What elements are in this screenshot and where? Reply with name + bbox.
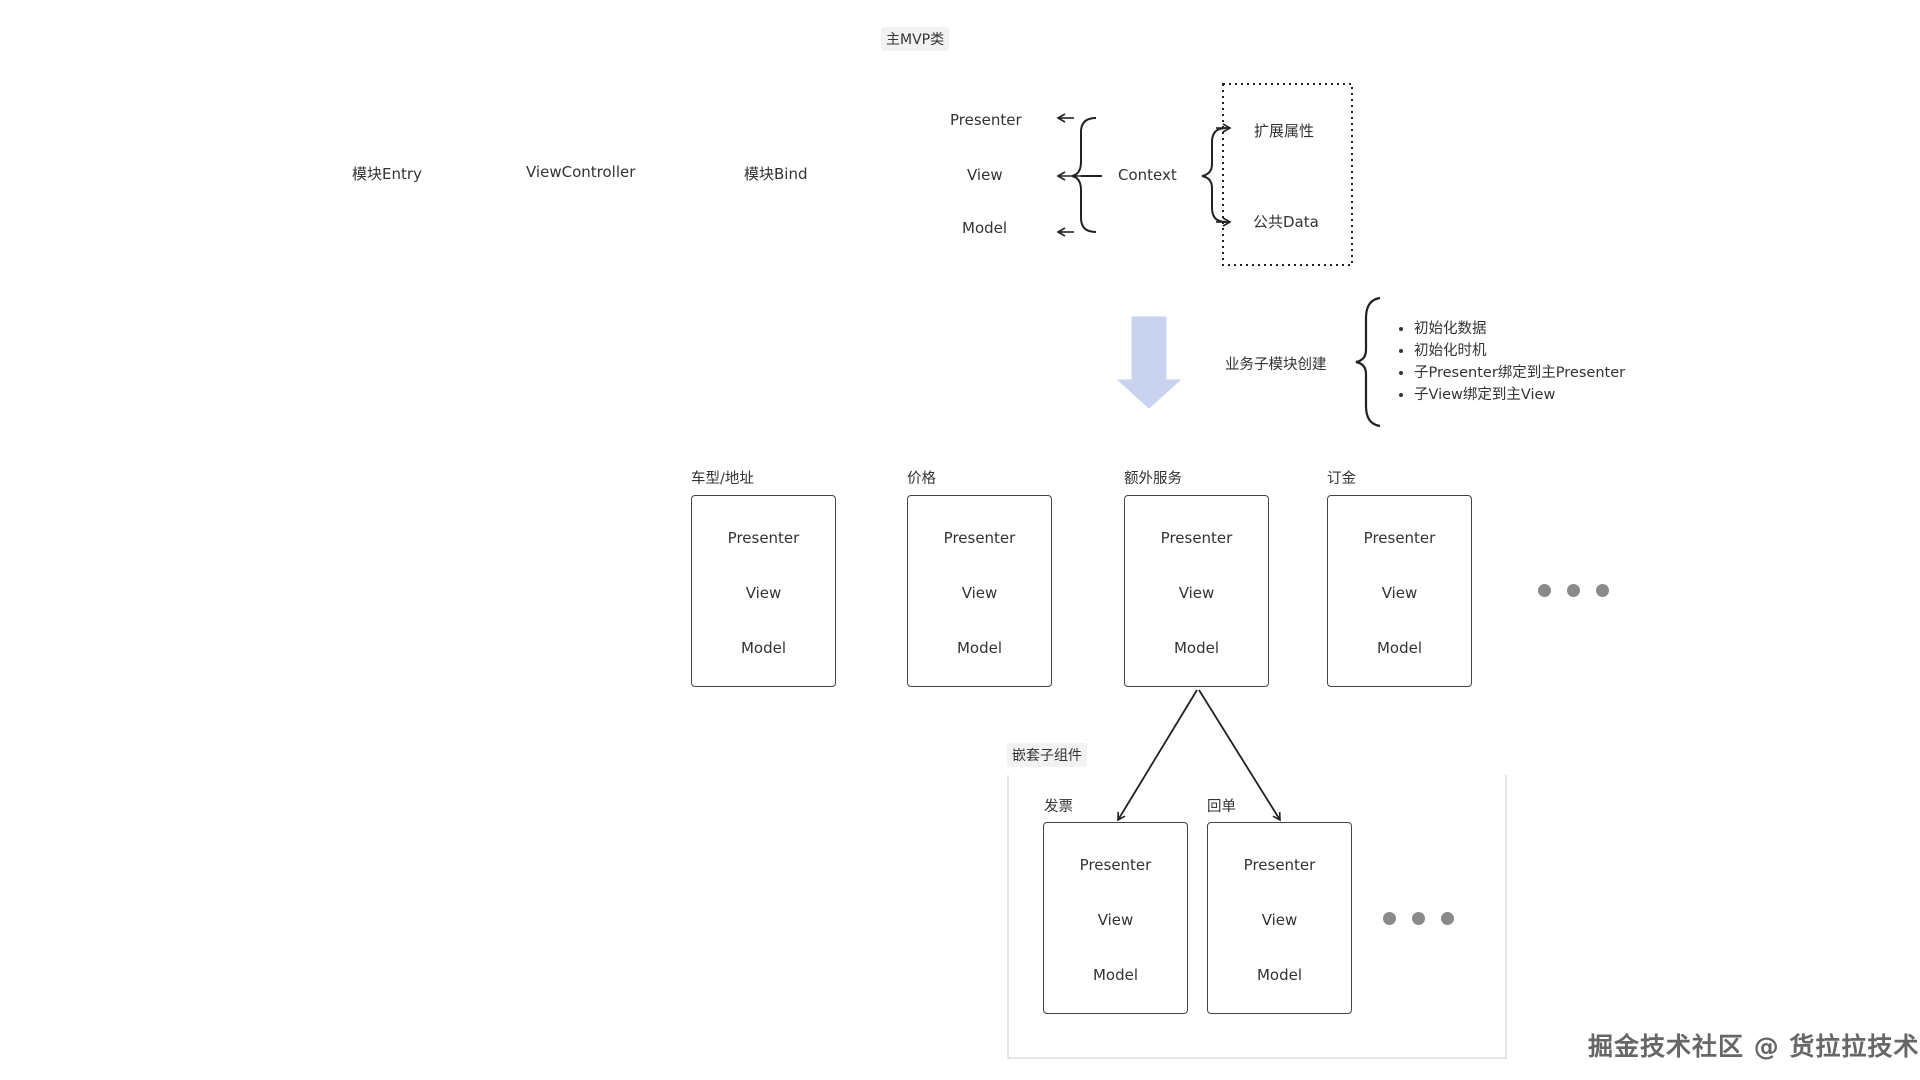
- module-title: 价格: [907, 471, 936, 487]
- card-view: View: [1261, 911, 1298, 929]
- biz-bullet-list: 初始化数据 初始化时机 子Presenter绑定到主Presenter 子Vie…: [1396, 318, 1625, 406]
- card-presenter: Presenter: [727, 529, 800, 547]
- card-view: View: [1178, 584, 1215, 602]
- module-card-price: Presenter View Model: [907, 495, 1052, 687]
- card-view: View: [745, 584, 782, 602]
- main-view-label: View: [967, 166, 1003, 184]
- card-presenter: Presenter: [1243, 856, 1316, 874]
- module-bind-label: 模块Bind: [744, 165, 808, 183]
- module-card-receipt: Presenter View Model: [1207, 822, 1352, 1014]
- bullet-item: 初始化数据: [1414, 318, 1625, 340]
- view-controller-label: ViewController: [526, 163, 636, 181]
- ellipsis-dot: [1596, 584, 1609, 597]
- card-presenter: Presenter: [1363, 529, 1436, 547]
- ellipsis-dot: [1567, 584, 1580, 597]
- module-card-deposit: Presenter View Model: [1327, 495, 1472, 687]
- biz-brace: [1355, 296, 1381, 428]
- card-presenter: Presenter: [1079, 856, 1152, 874]
- bullet-item: 初始化时机: [1414, 340, 1625, 362]
- card-model: Model: [1376, 639, 1423, 657]
- nested-label: 嵌套子组件: [1007, 743, 1087, 767]
- module-card-car-address: Presenter View Model: [691, 495, 836, 687]
- module-title: 额外服务: [1124, 471, 1182, 487]
- biz-create-label: 业务子模块创建: [1225, 357, 1327, 373]
- flow-down-arrow: [1116, 316, 1182, 409]
- module-card-extra-service: Presenter View Model: [1124, 495, 1269, 687]
- card-model: Model: [1092, 966, 1139, 984]
- module-title: 订金: [1327, 471, 1356, 487]
- main-model-label: Model: [962, 219, 1008, 237]
- bullet-item: 子View绑定到主View: [1414, 384, 1625, 406]
- ellipsis-dot: [1383, 912, 1396, 925]
- ext-attr-label: 扩展属性: [1254, 122, 1315, 140]
- nested-container: [1007, 775, 1507, 1059]
- card-model: Model: [740, 639, 787, 657]
- card-model: Model: [1173, 639, 1220, 657]
- card-view: View: [1097, 911, 1134, 929]
- card-model: Model: [956, 639, 1003, 657]
- card-presenter: Presenter: [1160, 529, 1233, 547]
- card-view: View: [961, 584, 998, 602]
- watermark: 掘金技术社区 @ 货拉拉技术: [1588, 1032, 1920, 1061]
- module-card-invoice: Presenter View Model: [1043, 822, 1188, 1014]
- card-view: View: [1381, 584, 1418, 602]
- main-mvp-title: 主MVP类: [881, 27, 950, 51]
- ellipsis-dot: [1441, 912, 1454, 925]
- module-title: 车型/地址: [691, 471, 754, 487]
- ellipsis-dot: [1538, 584, 1551, 597]
- ellipsis-dot: [1412, 912, 1425, 925]
- module-entry-label: 模块Entry: [352, 165, 422, 183]
- main-presenter-label: Presenter: [950, 111, 1022, 129]
- context-brace-right: [1201, 127, 1227, 223]
- card-model: Model: [1256, 966, 1303, 984]
- context-label: Context: [1118, 166, 1177, 184]
- public-data-label: 公共Data: [1253, 213, 1319, 231]
- arrow-to-invoice: [1117, 689, 1198, 822]
- module-title: 发票: [1044, 799, 1073, 815]
- bullet-item: 子Presenter绑定到主Presenter: [1414, 362, 1625, 384]
- card-presenter: Presenter: [943, 529, 1016, 547]
- module-title: 回单: [1207, 799, 1236, 815]
- context-dotted-box: [1222, 83, 1353, 266]
- arrow-to-receipt: [1198, 689, 1281, 822]
